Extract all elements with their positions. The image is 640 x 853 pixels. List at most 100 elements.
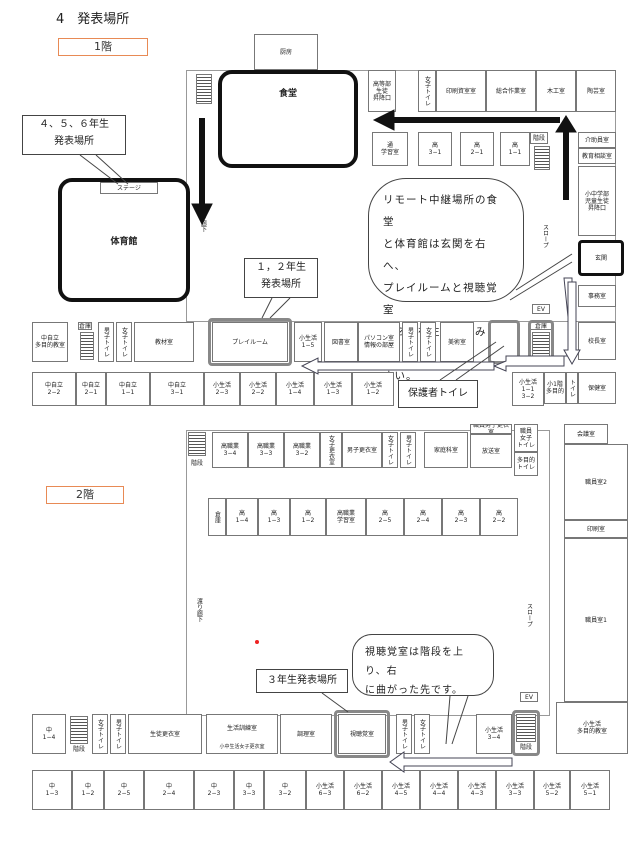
floor2-top-1: 高職業 3−4 xyxy=(212,432,248,468)
floor2-bottom-10: 小生活 4−4 xyxy=(420,770,458,810)
floor2-top-6: 女子トイレ xyxy=(382,432,398,468)
floor2-slope-label: スロープ xyxy=(522,590,536,640)
floor1-cafeteria: 食堂 xyxy=(218,70,358,168)
floor1-room-office: 事務室 xyxy=(578,285,616,307)
floor1-outline-arrow xyxy=(300,277,581,375)
floor1-elevator: EV xyxy=(532,304,550,314)
floor2-bottom-9: 小生活 4−5 xyxy=(382,770,420,810)
floor2-row-stairs-left xyxy=(70,716,88,744)
floor1-bottom-9: 小生活 1−1 3−2 xyxy=(512,372,544,406)
floor1-guide-bubble: リモート中継場所の食堂 と体育館は玄関を右へ、 プレイルームと視聴覚室 は玄関を… xyxy=(368,178,524,382)
floor2-top-2: 高職業 3−3 xyxy=(248,432,284,468)
floor1-room-woodwork: 木工室 xyxy=(536,70,576,112)
floor1-route-arrows xyxy=(191,109,577,226)
floor1-room-principal: 校長室 xyxy=(578,322,616,360)
floor1-bottom-2: 中自立 1−1 xyxy=(106,372,150,406)
floor1-bottom-3: 中自立 3−1 xyxy=(150,372,204,406)
floor2-bottom-7: 小生活 6−3 xyxy=(306,770,344,810)
floor2-row-12: 階段 xyxy=(516,742,536,752)
floor1-bottom-7: 小生活 1−3 xyxy=(314,372,352,406)
floor1-bottom-6: 小生活 1−4 xyxy=(276,372,314,406)
floor2-mid-1: 高 1−4 xyxy=(226,498,258,536)
floor2-mid-3: 高 1−2 xyxy=(290,498,326,536)
floor1-room-ceramics: 陶芸室 xyxy=(576,70,616,112)
floor1-room-h1-1: 高 1−1 xyxy=(500,132,530,166)
floor2-bottom-4: 中 2−3 xyxy=(194,770,234,810)
floor1-row-multi: 中自立 多目的教室 xyxy=(32,322,68,362)
floor2-row-stairs-right xyxy=(516,714,536,742)
page-heading: 4 発表場所 xyxy=(56,12,130,27)
callout-playroom: １，２年生 発表場所 xyxy=(244,258,318,298)
floor1-stage: ステージ xyxy=(100,182,158,194)
floor1-room-work: 総合作業室 xyxy=(486,70,536,112)
floor2-row-4: 生徒更衣室 xyxy=(128,714,202,754)
callout-gym: ４、５、６年生 発表場所 xyxy=(22,115,126,155)
floor2-mid-0: 倉庫 xyxy=(208,498,226,536)
floor2-top-5: 男子更衣室 xyxy=(342,432,382,468)
floor1-room-girls-toilet: 女子トイレ xyxy=(418,70,436,112)
floor1-bottom-1: 中自立 2−1 xyxy=(76,372,106,406)
floor2-row-3: 男子トイレ xyxy=(110,714,126,754)
floor1-room-elementary-entrance: 小中学部 児童生徒 昇降口 xyxy=(578,166,616,236)
floor1-room-nurse: 保健室 xyxy=(578,372,616,404)
floor1-label: 1階 xyxy=(58,38,148,56)
floor1-row-boys-toilet2: 男子トイレ xyxy=(402,322,418,362)
floor2-row-5: 生活訓練室 xyxy=(206,714,278,742)
floor2-top-15: 印刷室 xyxy=(564,520,628,538)
floor1-row-library: 図書室 xyxy=(324,322,358,362)
floor2-bottom-0: 中 1−3 xyxy=(32,770,72,810)
callout-av: ３年生発表場所 xyxy=(256,669,348,693)
floor2-row-1: 階段 xyxy=(70,744,88,754)
floor1-row-girls-toilet: 女子トイレ xyxy=(116,322,132,362)
floor2-outline-arrow xyxy=(389,751,513,773)
floor2-top-13: 会議室 xyxy=(564,424,608,444)
floor2-bottom-1: 中 1−2 xyxy=(72,770,104,810)
floor2-top-7: 男子トイレ xyxy=(400,432,416,468)
floor1-bottom-8: 小生活 1−2 xyxy=(352,372,394,406)
floor2-row-2: 女子トイレ xyxy=(92,714,108,754)
floor2-mid-6: 高 2−4 xyxy=(404,498,442,536)
floor2-elevator: EV xyxy=(520,692,538,702)
floor1-room-toilet-right: トイレ xyxy=(566,372,578,404)
floor2-top-9: 職員男子更衣室 xyxy=(470,424,512,434)
floor2-bottom-14: 小生活 5−1 xyxy=(570,770,610,810)
floor2-top-16: 職員室1 xyxy=(564,538,628,702)
floor1-kitchen: 厨房 xyxy=(254,34,318,70)
floor2-stairs-highlight xyxy=(512,710,540,756)
floor1-row-materials: 教材室 xyxy=(134,322,194,362)
floor1-row-art: 美術室 xyxy=(440,322,474,362)
floor2-bottom-8: 小生活 6−2 xyxy=(344,770,382,810)
floor2-mid-8: 高 2−2 xyxy=(480,498,518,536)
floor1-room-students-entrance: 高等部 生徒 昇降口 xyxy=(368,70,396,112)
floor2-av-room: 視聴覚室 xyxy=(338,714,386,754)
floor1-stairs-mid xyxy=(534,146,550,170)
floor2-row-9: 男子トイレ xyxy=(396,714,412,754)
floor2-bottom-3: 中 2−4 xyxy=(144,770,194,810)
floor2-top-12: 多目的 トイレ xyxy=(514,452,538,476)
floor2-row-0: 中 1−4 xyxy=(32,714,66,754)
floor2-bottom-5: 中 3−3 xyxy=(234,770,264,810)
floor1-bottom-4: 小生活 2−3 xyxy=(204,372,240,406)
floor1-row-pc: パソコン室 情報の部屋 xyxy=(358,322,400,362)
floor1-room-multipurpose: 小1階 多目的 xyxy=(544,372,566,404)
floor2-red-dot xyxy=(255,640,259,644)
floor2-bottom-13: 小生活 5−2 xyxy=(534,770,570,810)
floor2-top-3: 高職業 3−2 xyxy=(284,432,320,468)
floor2-top-10: 放送室 xyxy=(470,434,512,468)
floor2-top-14: 職員室2 xyxy=(564,444,628,520)
floor1-room-stairs-label: 階段 xyxy=(530,132,548,144)
floor1-row-storage: 倉庫 xyxy=(78,322,92,330)
callout-parent-toilet: 保護者トイレ xyxy=(398,380,478,408)
floor2-top-11: 職員 女子 トイレ xyxy=(514,424,538,452)
floor1-entrance: 玄関 xyxy=(578,240,624,276)
cafeteria-label: 食堂 xyxy=(278,89,297,99)
floor1-bottom-5: 小生活 2−2 xyxy=(240,372,276,406)
floor1-playroom-highlight xyxy=(208,318,292,366)
floor1-room-caregiver: 介助員室 xyxy=(578,132,616,148)
callout-pointers xyxy=(79,154,573,745)
gym-label: 体育館 xyxy=(110,236,138,247)
floor2-stairs-topleft xyxy=(188,432,206,456)
floor2-label: 2階 xyxy=(46,486,124,504)
floor2-guide-bubble: 視聴覚室は階段を上り、右 に曲がった先です。 xyxy=(352,634,494,696)
